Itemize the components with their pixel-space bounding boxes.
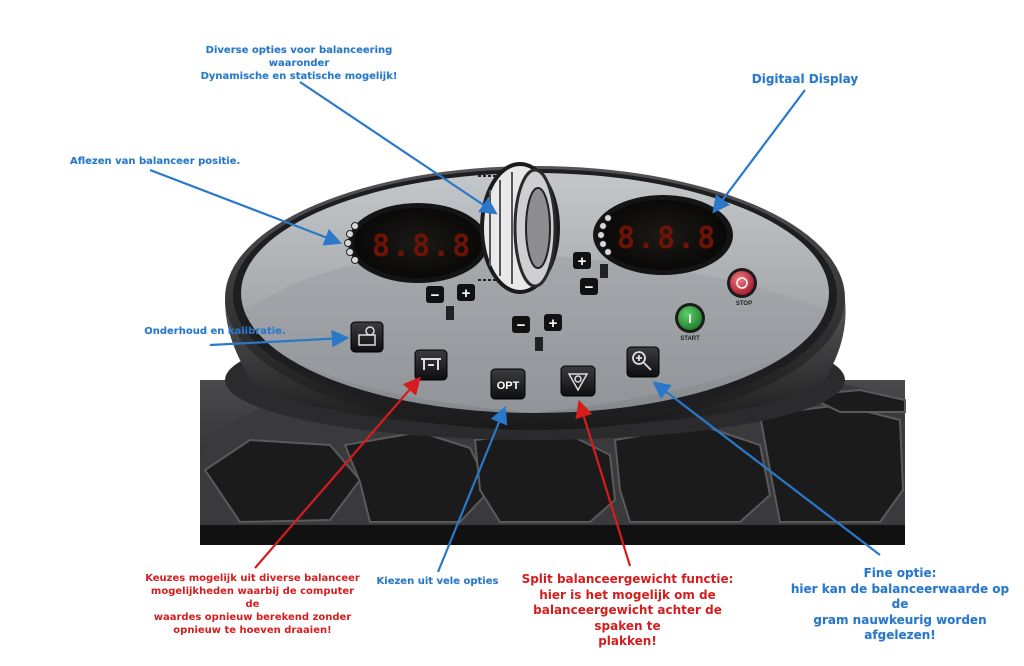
magnifier-icon (632, 351, 652, 371)
left-plus-button[interactable]: + (457, 284, 475, 302)
svg-text:−: − (517, 317, 526, 334)
annotation-split-weight: Split balanceergewicht functie: hier is … (521, 572, 734, 649)
center-weight-adjust: − + (512, 314, 562, 351)
right-weight-adjust: + − (573, 252, 608, 296)
svg-text:OPT: OPT (497, 380, 520, 392)
opt-button[interactable]: OPT (490, 368, 526, 400)
svg-text:I: I (688, 312, 691, 326)
stop-button[interactable]: STOP (727, 268, 757, 307)
annotation-arrows (149, 81, 881, 573)
annotation-many-options: Kiezen uit vele opties (376, 576, 499, 587)
right-display: 8.8.8 (593, 195, 733, 275)
balance-mode-icon (421, 358, 441, 370)
left-display: 8.8.8 (344, 203, 488, 283)
annotation-digital-display: Digitaal Display (751, 72, 859, 86)
right-plus-button[interactable]: + (573, 252, 591, 270)
annotation-maintenance: Onderhoud en kalibratie. (144, 326, 286, 337)
svg-text:+: + (462, 285, 471, 302)
start-label: START (680, 336, 700, 342)
maintenance-button[interactable] (350, 321, 384, 353)
left-display-digits: 8.8.8 (372, 229, 472, 264)
left-weight-icon (446, 306, 454, 320)
right-display-digits: 8.8.8 (617, 221, 717, 256)
stop-label: STOP (736, 301, 752, 307)
right-weight-icon (600, 264, 608, 278)
svg-text:+: + (578, 253, 587, 270)
center-weight-icon (535, 337, 543, 351)
svg-text:−: − (585, 279, 594, 296)
svg-text:−: − (431, 287, 440, 304)
start-button[interactable]: I START (675, 303, 705, 342)
annotation-balance-position: Aflezen van balanceer positie. (70, 156, 241, 167)
balance-mode-button[interactable] (414, 349, 448, 381)
wheel-icon (478, 162, 560, 294)
left-minus-button[interactable]: − (426, 286, 444, 304)
left-position-leds (344, 222, 359, 264)
center-minus-button[interactable]: − (512, 316, 530, 334)
split-weight-icon (567, 373, 589, 392)
right-position-leds (597, 214, 612, 256)
center-plus-button[interactable]: + (544, 314, 562, 332)
annotation-choice-options: Keuzes mogelijk uit diverse balanceer mo… (145, 573, 360, 636)
calibration-icon (358, 326, 376, 346)
annotation-fine-option: Fine optie: hier kan de balanceerwaarde … (790, 566, 1010, 643)
svg-text:+: + (549, 315, 558, 332)
fine-button[interactable] (626, 346, 660, 378)
annotation-top-options: Diverse opties voor balanceering waarond… (200, 45, 398, 82)
left-weight-adjust: − + (426, 284, 475, 320)
right-minus-button[interactable]: − (580, 278, 598, 296)
split-weight-button[interactable] (560, 365, 596, 397)
